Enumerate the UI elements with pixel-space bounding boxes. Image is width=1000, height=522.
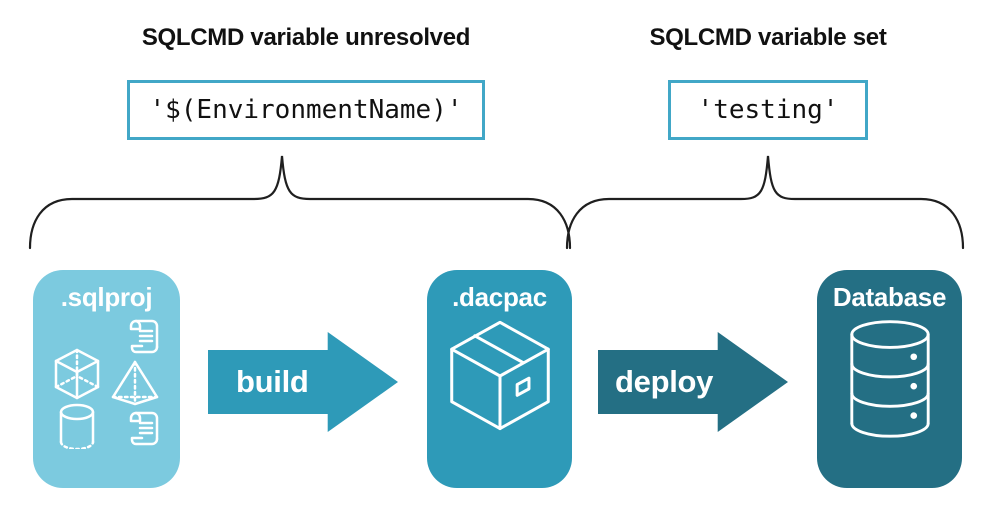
build-arrow-label: build [236, 364, 309, 399]
heading-sqlcmd-unresolved: SQLCMD variable unresolved [141, 24, 471, 51]
build-arrow: build [208, 332, 398, 432]
cube-icon [54, 348, 99, 399]
cylinder-icon [59, 403, 94, 449]
database-icon [849, 319, 930, 438]
left-brace [28, 155, 572, 250]
node-database-label: Database [832, 282, 947, 312]
pyramid-icon [111, 360, 158, 405]
scroll-icon [129, 319, 158, 353]
scroll-icon [129, 411, 158, 445]
deploy-arrow-label: deploy [615, 364, 714, 399]
node-database: Database [817, 270, 962, 488]
package-icon [449, 320, 550, 430]
code-value-unresolved: '$(EnvironmentName)' [149, 95, 463, 125]
deploy-arrow: deploy [598, 332, 788, 432]
code-box-testing: 'testing' [668, 80, 868, 140]
sql-objects-icon [54, 319, 158, 449]
node-sqlproj: .sqlproj [33, 270, 180, 488]
right-brace [565, 155, 965, 250]
code-value-set: 'testing' [697, 95, 839, 125]
node-sqlproj-label: .sqlproj [60, 282, 153, 312]
node-dacpac-label: .dacpac [452, 282, 547, 312]
heading-sqlcmd-set: SQLCMD variable set [649, 24, 887, 51]
code-box-environment-name: '$(EnvironmentName)' [127, 80, 485, 140]
node-dacpac: .dacpac [427, 270, 572, 488]
